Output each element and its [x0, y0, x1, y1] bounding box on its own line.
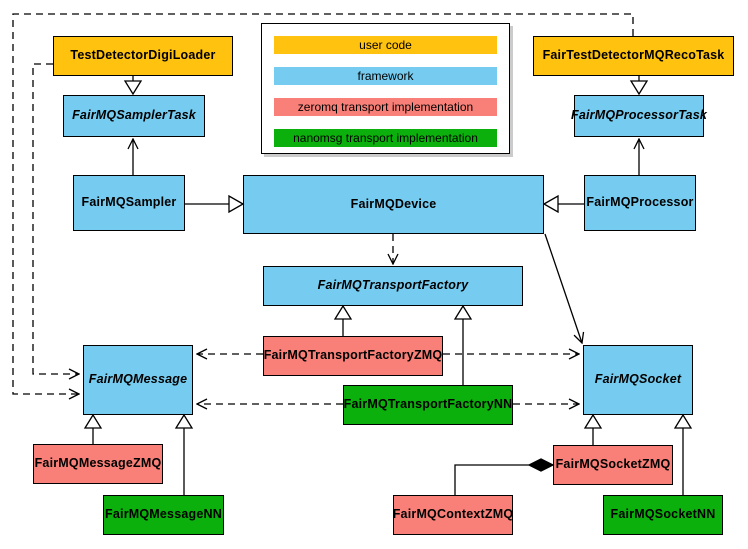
node-fairmqprocessortask: FairMQProcessorTask: [571, 95, 707, 137]
node-fairmqsocket: FairMQSocket: [583, 345, 693, 415]
legend-item-nanomsg: nanomsg transport implementation: [274, 129, 497, 147]
edge-inherit-factorynn-factory: [453, 304, 473, 385]
node-fairmqdevice: FairMQDevice: [243, 175, 544, 234]
node-fairmqtransportfactory: FairMQTransportFactory: [263, 266, 523, 306]
edge-inherit-recotask-processortask: [629, 76, 649, 96]
node-fairmqsocketnn: FairMQSocketNN: [603, 495, 723, 535]
edge-inherit-messagezmq-message: [83, 413, 103, 444]
edge-inherit-processor-device: [542, 194, 584, 214]
node-fairmqmessage: FairMQMessage: [83, 345, 193, 415]
edge-inherit-digiloader-samplertask: [123, 76, 143, 96]
node-fairmqprocessor: FairMQProcessor: [584, 175, 696, 231]
legend-item-framework: framework: [274, 67, 497, 85]
node-fairtestdetectormqrecotask: FairTestDetectorMQRecoTask: [533, 36, 734, 76]
legend: user code framework zeromq transport imp…: [261, 23, 510, 154]
node-fairmqtransportfactorynn: FairMQTransportFactoryNN: [343, 385, 513, 425]
node-testdetectordigiloader: TestDetectorDigiLoader: [53, 36, 233, 76]
node-fairmqmessagezmq: FairMQMessageZMQ: [33, 444, 163, 484]
node-fairmqsamplertask: FairMQSamplerTask: [63, 95, 205, 137]
edge-inherit-socketnn-socket: [673, 413, 693, 495]
edge-inherit-sampler-device: [185, 194, 245, 214]
legend-item-zeromq: zeromq transport implementation: [274, 98, 497, 116]
node-fairmqtransportfactoryzmq: FairMQTransportFactoryZMQ: [263, 336, 443, 376]
node-fairmqsocketzmq: FairMQSocketZMQ: [553, 445, 673, 485]
edge-assoc-device-socket: [544, 233, 582, 343]
edge-inherit-factoryzmq-factory: [333, 304, 353, 336]
edge-inherit-socketzmq-socket: [583, 413, 603, 445]
node-fairmqmessagenn: FairMQMessageNN: [103, 495, 224, 535]
node-fairmqsampler: FairMQSampler: [73, 175, 185, 231]
legend-item-user-code: user code: [274, 36, 497, 54]
edge-inherit-messagenn-message: [174, 413, 194, 495]
node-fairmqcontextzmq: FairMQContextZMQ: [393, 495, 513, 535]
edge-comp-socketzmq-contextzmq: [454, 458, 555, 495]
